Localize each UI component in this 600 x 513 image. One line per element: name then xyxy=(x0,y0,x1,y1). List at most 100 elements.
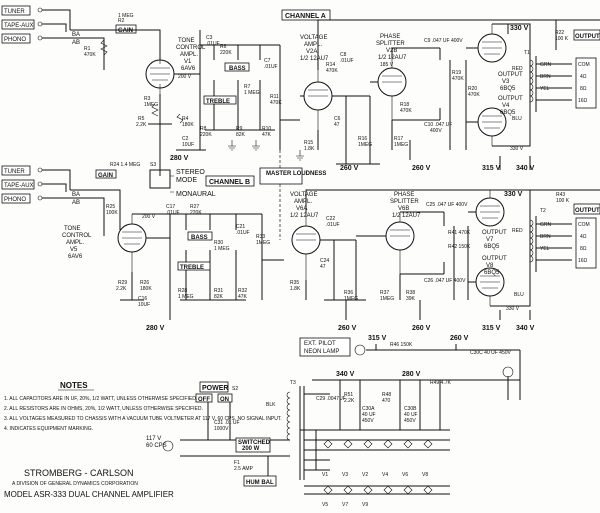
svg-text:470K: 470K xyxy=(84,52,96,58)
svg-text:1.8K: 1.8K xyxy=(304,146,315,152)
svg-text:470K: 470K xyxy=(452,76,464,82)
svg-text:R32: R32 xyxy=(238,288,247,294)
svg-text:V6: V6 xyxy=(402,472,408,478)
stage-label-volt-b: VOLTAGE xyxy=(290,192,317,198)
stage-label-volt-b-4: 1/2 12AU7 xyxy=(290,213,319,219)
notes-block: NOTES 1. ALL CAPACITORS ARE IN UF, 20%, … xyxy=(4,381,282,432)
ac-freq-label: 60 CPS xyxy=(146,443,167,449)
stage-label-volt-b-3: V6A xyxy=(296,206,307,212)
power-supply: EXT. PILOT NEON LAMP 315 V 260 V R46 150… xyxy=(146,335,521,508)
svg-text:R35: R35 xyxy=(290,280,299,286)
svg-text:220K: 220K xyxy=(200,132,212,138)
svg-text:40 UF: 40 UF xyxy=(404,412,418,418)
svg-text:180K: 180K xyxy=(182,122,194,128)
voltage-ps-340: 340 V xyxy=(336,371,355,378)
stage-label-out-b-bot: OUTPUT xyxy=(482,256,507,262)
mode-label: MODE xyxy=(176,177,197,184)
brand-subtitle: A DIVISION OF GENERAL DYNAMICS CORPORATI… xyxy=(12,481,138,487)
xfmr-color-a-grn: GRN xyxy=(540,62,552,68)
svg-text:R1: R1 xyxy=(84,46,91,52)
stage-label-tone-a-3: AMPL. xyxy=(180,52,198,58)
stage-label-tone-a-4: V1 xyxy=(184,59,192,65)
gain-label-a: GAIN xyxy=(118,28,133,34)
xfmr-color-b-blu: BLU xyxy=(514,292,524,298)
speaker-tap-a-4: 4Ω xyxy=(580,74,587,80)
svg-text:1 MEG: 1 MEG xyxy=(214,246,230,252)
xfmr-color-a-brn: BRN xyxy=(540,74,551,80)
ac-voltage-label: 117 V xyxy=(146,436,161,442)
stage-label-out-a-top-2: V3 xyxy=(502,79,510,85)
voltage-a-260: 260 V xyxy=(340,165,359,172)
svg-text:V1: V1 xyxy=(322,472,328,478)
stage-label-out-a-top-3: 6BQ5 xyxy=(500,86,516,92)
svg-text:1MEG: 1MEG xyxy=(344,296,358,302)
svg-text:.01UF: .01UF xyxy=(326,222,340,228)
svg-text:220K: 220K xyxy=(220,50,232,56)
stage-label-phase-b: PHASE xyxy=(394,192,414,198)
xfmr-label-t2: T2 xyxy=(540,208,546,214)
power-off-button[interactable] xyxy=(195,393,213,403)
svg-text:BLK: BLK xyxy=(266,402,276,408)
svg-text:1.8K: 1.8K xyxy=(290,286,301,292)
svg-text:.01UF: .01UF xyxy=(206,41,220,47)
svg-text:V2: V2 xyxy=(362,472,368,478)
voltage-a-280: 280 V xyxy=(170,155,189,162)
stage-label-tone-b-2: CONTROL xyxy=(62,233,92,239)
ac-plug-icon xyxy=(162,440,174,452)
svg-text:S2: S2 xyxy=(232,386,238,392)
power-on-label: ON xyxy=(220,397,229,403)
svg-text:BA: BA xyxy=(72,192,80,198)
speaker-tap-a-16: 16Ω xyxy=(578,98,588,104)
svg-text:.01UF: .01UF xyxy=(166,210,180,216)
svg-text:R9: R9 xyxy=(236,126,243,132)
stage-label-out-a-bot-2: V4 xyxy=(502,103,510,109)
svg-text:R14: R14 xyxy=(326,62,335,68)
svg-text:1MEG: 1MEG xyxy=(358,142,372,148)
xfmr-label-t3: T3 xyxy=(290,380,296,386)
stage-label-out-b-bot-3: 6BQ5 xyxy=(484,270,500,276)
svg-text:.01UF: .01UF xyxy=(340,58,354,64)
svg-text:C30C 40 UF 450V: C30C 40 UF 450V xyxy=(470,350,512,356)
input-jack-tape-b xyxy=(1,179,35,190)
output-label-b: OUTPUT xyxy=(575,208,600,214)
svg-text:470K: 470K xyxy=(326,68,338,74)
xfmr-color-b-grn: GRN xyxy=(540,222,552,228)
output-label-a: OUTPUT xyxy=(575,34,600,40)
speaker-tap-b-com: COM xyxy=(578,222,590,228)
svg-text:R30: R30 xyxy=(214,240,223,246)
svg-text:R41 470K: R41 470K xyxy=(448,230,471,236)
speaker-tap-b-16: 16Ω xyxy=(578,258,588,264)
mode-switch: S3 STEREO MODE MONAURAL xyxy=(149,150,216,198)
input-label-tape-b: TAPE-AUX xyxy=(4,183,34,189)
svg-text:1MEG: 1MEG xyxy=(380,296,394,302)
stage-label-phase-b-4: 1/2 12AU7 xyxy=(392,213,421,219)
input-jacks-b: TUNER TAPE-AUX PHONO xyxy=(1,165,43,204)
bass-label-a: BASS xyxy=(229,66,246,72)
voltage-ps-280: 280 V xyxy=(402,371,421,378)
svg-text:2.2K: 2.2K xyxy=(344,398,355,404)
svg-text:1000V: 1000V xyxy=(214,426,229,432)
svg-text:R31: R31 xyxy=(214,288,223,294)
input-jack-tuner-b xyxy=(1,165,31,176)
jack-symbol-a2 xyxy=(37,21,43,27)
switched-watts: 200 W xyxy=(242,446,260,452)
svg-text:470: 470 xyxy=(382,398,391,404)
voltage-b-260: 260 V xyxy=(338,325,357,332)
stage-label-tone-b-4: V5 xyxy=(70,247,78,253)
svg-text:R10: R10 xyxy=(262,126,271,132)
svg-text:C8: C8 xyxy=(340,52,347,58)
svg-text:C6: C6 xyxy=(334,116,341,122)
svg-text:82K: 82K xyxy=(236,132,246,138)
svg-text:AB: AB xyxy=(72,40,80,46)
svg-text:V8: V8 xyxy=(422,472,428,478)
svg-text:470K: 470K xyxy=(270,100,282,106)
svg-text:1 MEG: 1 MEG xyxy=(244,90,260,96)
xfmr-label-t1: T1 xyxy=(524,50,530,56)
power-off-label: OFF xyxy=(198,397,210,403)
svg-text:185 V: 185 V xyxy=(380,62,394,68)
power-on-button[interactable] xyxy=(217,393,233,403)
svg-text:R2: R2 xyxy=(118,18,125,24)
svg-text:R15: R15 xyxy=(304,140,313,146)
svg-text:2.5 AMP: 2.5 AMP xyxy=(234,466,254,472)
svg-text:C3: C3 xyxy=(206,35,213,41)
